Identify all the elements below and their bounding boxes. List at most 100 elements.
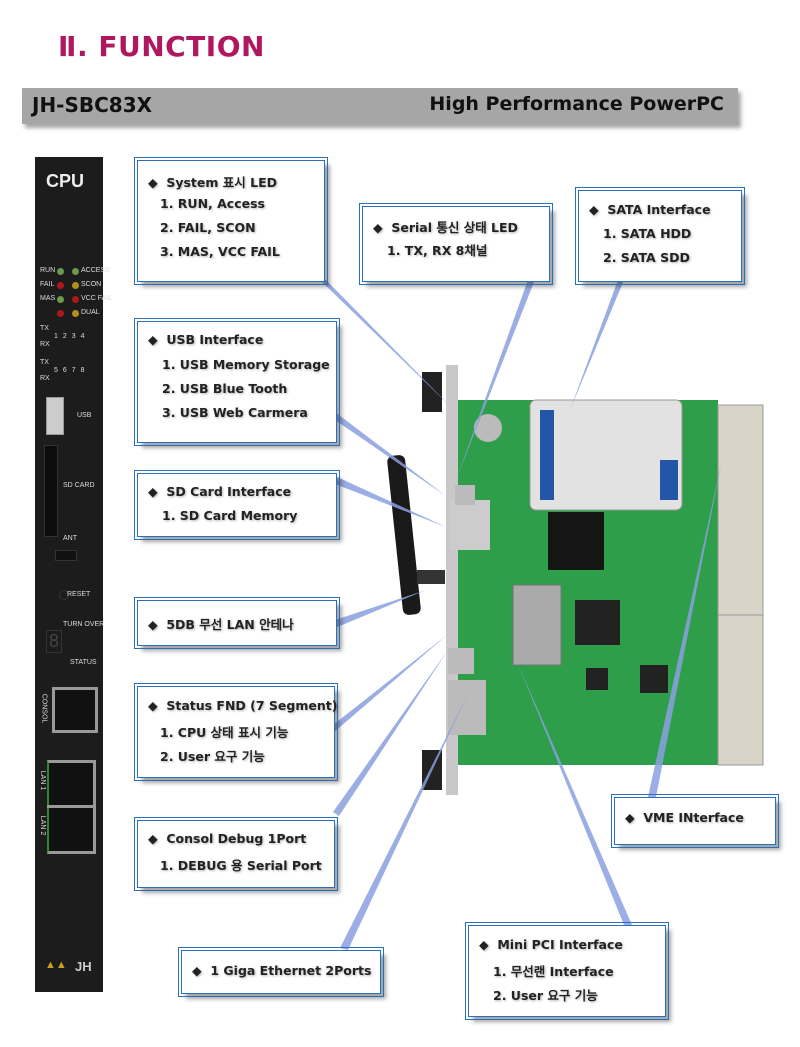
led-vcc-fail [72,296,79,303]
callout-heading: ◆ USB Interface [148,332,263,347]
arrow-system [320,280,452,408]
tagline: High Performance PowerPC [429,93,724,115]
arrow-consol [333,650,448,816]
reset-label: RESET [67,591,91,598]
heatsink [548,512,604,570]
port-num: 4 [80,333,85,340]
rj45-consol [448,648,474,674]
led-label-dual: DUAL [81,309,100,316]
ports-1-4: 1 2 3 4 [54,333,84,340]
chip [586,668,608,690]
callout-heading: ◆ System 표시 LED [148,172,277,191]
led-label-vcc-fail: VCC FAIL [81,295,113,302]
heading-text: 1 Giga Ethernet 2Ports [210,963,372,978]
antenna-connector [417,570,445,584]
callout-system-led: ◆ System 표시 LED 1. RUN, Access 2. FAIL, … [134,157,328,285]
callout-item: 1. RUN, Access [160,196,265,211]
port-num: 6 [62,367,67,374]
callout-heading: ◆ 5DB 무선 LAN 안테나 [148,614,294,633]
callout-item: 1. TX, RX 8채널 [387,243,488,258]
port-num: 3 [71,333,76,340]
rx-label: RX [40,375,50,382]
sd-socket [450,500,490,550]
hdd [529,399,683,511]
usb-socket [455,485,475,505]
sd-label: SD CARD [63,482,95,489]
heading-text: VME INterface [643,810,744,825]
usb-port [46,397,64,435]
callout-item: 1. SATA HDD [603,226,692,241]
mini-pci-card [512,584,562,666]
diamond-bullet-icon: ◆ [192,963,202,978]
led-label-access: ACCESS [81,267,110,274]
tx-label: TX [40,359,49,366]
led-dual [72,310,79,317]
callout-heading: ◆ Consol Debug 1Port [148,831,306,846]
ant-connector [55,550,77,561]
heading-text: Status FND (7 Segment) [166,698,338,713]
rj45-lan [448,680,486,735]
diamond-bullet-icon: ◆ [479,937,489,952]
callout-item: 3. MAS, VCC FAIL [160,244,280,259]
callout-arrows [320,280,722,950]
callout-heading: ◆ Mini PCI Interface [479,937,623,952]
led-label-fail: FAIL [40,281,55,288]
arrow-fnd [333,635,447,733]
arrow-wlan [335,590,426,628]
rx-label: RX [40,341,50,348]
heading-text: 5DB 무선 LAN 안테나 [166,617,294,632]
diamond-bullet-icon: ◆ [148,831,158,846]
reset-button[interactable] [59,590,69,600]
callout-consol-debug: ◆ Consol Debug 1Port 1. DEBUG 용 Serial P… [134,817,338,891]
sd-slot [44,445,58,537]
callout-item: 2. SATA SDD [603,250,690,265]
battery [474,414,502,442]
hdd-label-stripe [540,410,554,500]
section-title: Ⅱ. FUNCTION [58,30,265,63]
diamond-bullet-icon: ◆ [148,332,158,347]
heading-text: Serial 통신 상태 LED [391,220,518,235]
callout-item: 2. User 요구 기능 [160,749,265,764]
callout-heading: ◆ SATA Interface [589,202,711,217]
ant-label: ANT [63,535,77,542]
callout-item: 2. FAIL, SCON [160,220,256,235]
diamond-bullet-icon: ◆ [148,484,158,499]
diamond-bullet-icon: ◆ [625,810,635,825]
diamond-bullet-icon: ◆ [148,698,158,713]
led-scon [72,282,79,289]
callout-status-fnd: ◆ Status FND (7 Segment) 1. CPU 상태 표시 기능… [134,683,338,781]
arrow-vme [648,460,722,797]
led-label-mas: MAS [40,295,56,302]
diamond-bullet-icon: ◆ [148,617,158,632]
callout-item: 1. USB Memory Storage [162,357,330,372]
handle-top [422,372,442,412]
front-panel: CPU RUN ACCESS FAIL SCON MAS VCC FAIL DU… [35,157,112,992]
turnover-label: TURN OVER [63,621,105,628]
logo-icon: ▲▲ [45,959,67,971]
callout-vme: ◆ VME INterface [611,794,779,848]
arrow-sata [570,280,624,410]
diamond-bullet-icon: ◆ [589,202,599,217]
callout-serial-led: ◆ Serial 통신 상태 LED 1. TX, RX 8채널 [359,203,553,285]
port-num: 7 [71,367,76,374]
callout-heading: ◆ Status FND (7 Segment) [148,698,337,713]
seven-segment-display: 8 [46,630,63,653]
led-label-run: RUN [40,267,56,274]
port-num: 8 [80,367,85,374]
callout-item: 1. 무선랜 Interface [493,964,614,979]
callout-mini-pci: ◆ Mini PCI Interface 1. 무선랜 Interface 2.… [465,922,669,1020]
status-label: STATUS [70,659,97,666]
led-fail [57,282,64,289]
usb-label: USB [77,412,92,419]
callout-item: 3. USB Web Carmera [162,405,308,420]
tx-label: TX [40,325,49,332]
callout-wlan-antenna: ◆ 5DB 무선 LAN 안테나 [134,597,340,649]
port-num: 5 [54,367,58,374]
callout-item: 2. USB Blue Tooth [162,381,288,396]
callout-item: 1. SD Card Memory [162,508,298,523]
chip [640,665,668,693]
antenna [387,455,421,615]
led-dual-a [57,310,64,317]
